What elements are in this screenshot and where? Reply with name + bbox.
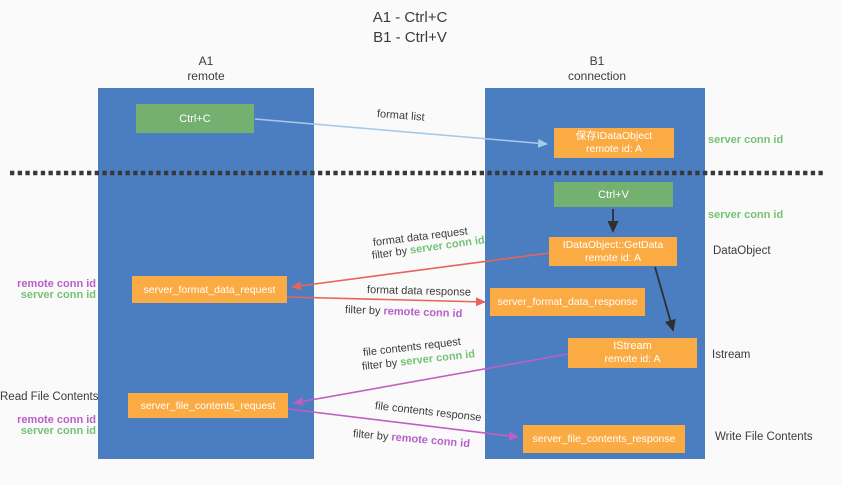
format-data-response-label: format data response (366, 284, 472, 299)
node-save-idataobject: 保存IDataObject remote id: A (554, 128, 674, 158)
server-conn-id-label-mid: server conn id (708, 209, 784, 221)
node-ctrl-c-label: Ctrl+C (179, 112, 211, 125)
dataobject-label: DataObject (713, 245, 771, 257)
node-idataobject-getdata-line1: IDataObject::GetData (562, 238, 664, 251)
node-istream-line1: IStream (613, 340, 652, 352)
node-server-file-contents-request: server_file_contents_request (128, 393, 288, 418)
file-contents-response-filter-label: filter by remote conn id (352, 428, 470, 450)
diagram-title: A1 - Ctrl+C B1 - Ctrl+V (310, 8, 510, 48)
format-data-response-filter-label: filter by remote conn id (345, 304, 463, 320)
title-line-2: B1 - Ctrl+V (373, 29, 447, 46)
column-b1-role: connection (567, 69, 627, 83)
server-conn-id-label-bottom: server conn id (20, 425, 96, 437)
node-save-idataobject-line1: 保存IDataObject (575, 130, 653, 142)
remote-conn-id-key: remote conn id (383, 305, 463, 321)
write-file-contents-label: Write File Contents (715, 431, 813, 443)
remote-conn-id-key: remote conn id (390, 431, 471, 451)
filter-by-text: filter by (344, 304, 384, 318)
column-a1-name: A1 (198, 54, 214, 68)
node-istream-line2: remote id: A (604, 353, 661, 365)
node-istream: IStream remote id: A (568, 338, 697, 368)
node-server-format-data-response: server_format_data_response (490, 288, 645, 316)
node-save-idataobject-line2: remote id: A (585, 143, 643, 155)
format-list-label: format list (376, 108, 426, 124)
column-b1-name: B1 (589, 54, 605, 68)
node-ctrl-v-label: Ctrl+V (598, 188, 629, 201)
filter-by-text: filter by (352, 428, 392, 444)
remote-conn-id-label-mid: remote conn id (17, 278, 96, 290)
read-file-contents-label: Read File Contents (0, 391, 99, 403)
node-server-file-contents-response: server_file_contents_response (523, 425, 685, 453)
column-header-a1: A1 remote (146, 54, 266, 84)
node-server-format-data-request-label: server_format_data_request (143, 283, 276, 296)
server-conn-id-label-mid-left: server conn id (20, 289, 96, 301)
node-server-format-data-response-label: server_format_data_response (497, 296, 638, 308)
node-server-file-contents-request-label: server_file_contents_request (140, 399, 276, 412)
column-header-b1: B1 connection (537, 54, 657, 84)
file-contents-response-label: file contents response (374, 400, 483, 425)
node-server-format-data-request: server_format_data_request (132, 276, 287, 303)
node-ctrl-v: Ctrl+V (554, 182, 673, 207)
node-ctrl-c: Ctrl+C (136, 104, 254, 133)
node-server-file-contents-response-label: server_file_contents_response (532, 433, 676, 445)
title-line-1: A1 - Ctrl+C (372, 9, 448, 26)
node-idataobject-getdata-line2: remote id: A (584, 251, 642, 264)
node-idataobject-getdata: IDataObject::GetData remote id: A (549, 237, 677, 266)
remote-conn-id-label-bottom: remote conn id (17, 414, 96, 426)
istream-label: Istream (712, 349, 751, 361)
server-conn-id-label-top: server conn id (708, 134, 784, 146)
filter-by-text: filter by (361, 356, 401, 373)
column-a1-role: remote (187, 69, 225, 83)
